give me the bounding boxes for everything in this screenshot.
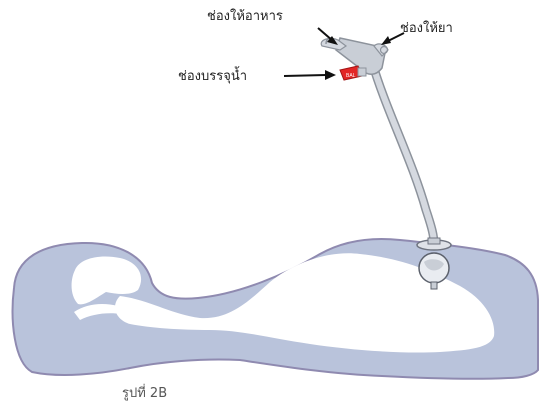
balloon-valve-text: BAL bbox=[346, 73, 356, 79]
feeding-port-label: ช่องให้อาหาร bbox=[207, 9, 283, 25]
figure-caption: รูปที่ 2B bbox=[122, 386, 167, 402]
tube-tip bbox=[431, 282, 437, 289]
arrow-balloon-port-line bbox=[284, 75, 326, 76]
arrow-balloon-port-head bbox=[325, 70, 336, 80]
balloon-valve-neck bbox=[358, 68, 366, 76]
arrow-medication-port-head bbox=[381, 36, 391, 45]
balloon-port-label: ช่องบรรจุน้ำ bbox=[178, 69, 247, 85]
bolster-collar bbox=[428, 238, 440, 244]
medication-port-label: ช่องให้ยา bbox=[400, 21, 453, 37]
